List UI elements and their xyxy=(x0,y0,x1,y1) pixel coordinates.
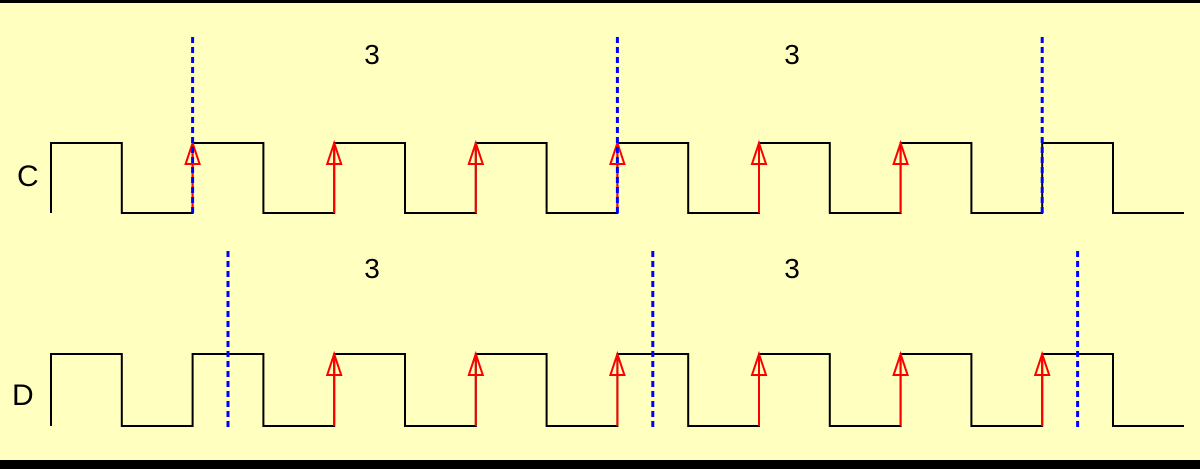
signal-label-d: D xyxy=(12,379,34,412)
arrowhead-icon xyxy=(325,350,343,376)
arrowhead-icon xyxy=(892,139,909,165)
arrowhead-icon xyxy=(750,139,768,165)
count-label-d-1: 3 xyxy=(364,253,380,284)
signal-label-c: C xyxy=(17,160,39,193)
count-label-d-2: 3 xyxy=(784,253,800,284)
arrowhead-icon xyxy=(609,350,626,376)
arrowhead-icon xyxy=(467,139,485,165)
arrowhead-icon xyxy=(325,139,343,165)
count-label-c-1: 3 xyxy=(364,39,380,70)
arrowhead-icon xyxy=(609,139,626,165)
arrowhead-icon xyxy=(750,350,768,376)
arrowhead-icon xyxy=(892,350,909,376)
arrowhead-icon xyxy=(1033,350,1051,376)
arrowhead-icon xyxy=(184,139,201,165)
arrowhead-icon xyxy=(467,350,485,376)
count-label-c-2: 3 xyxy=(784,39,800,70)
diagram-background xyxy=(0,3,1200,460)
